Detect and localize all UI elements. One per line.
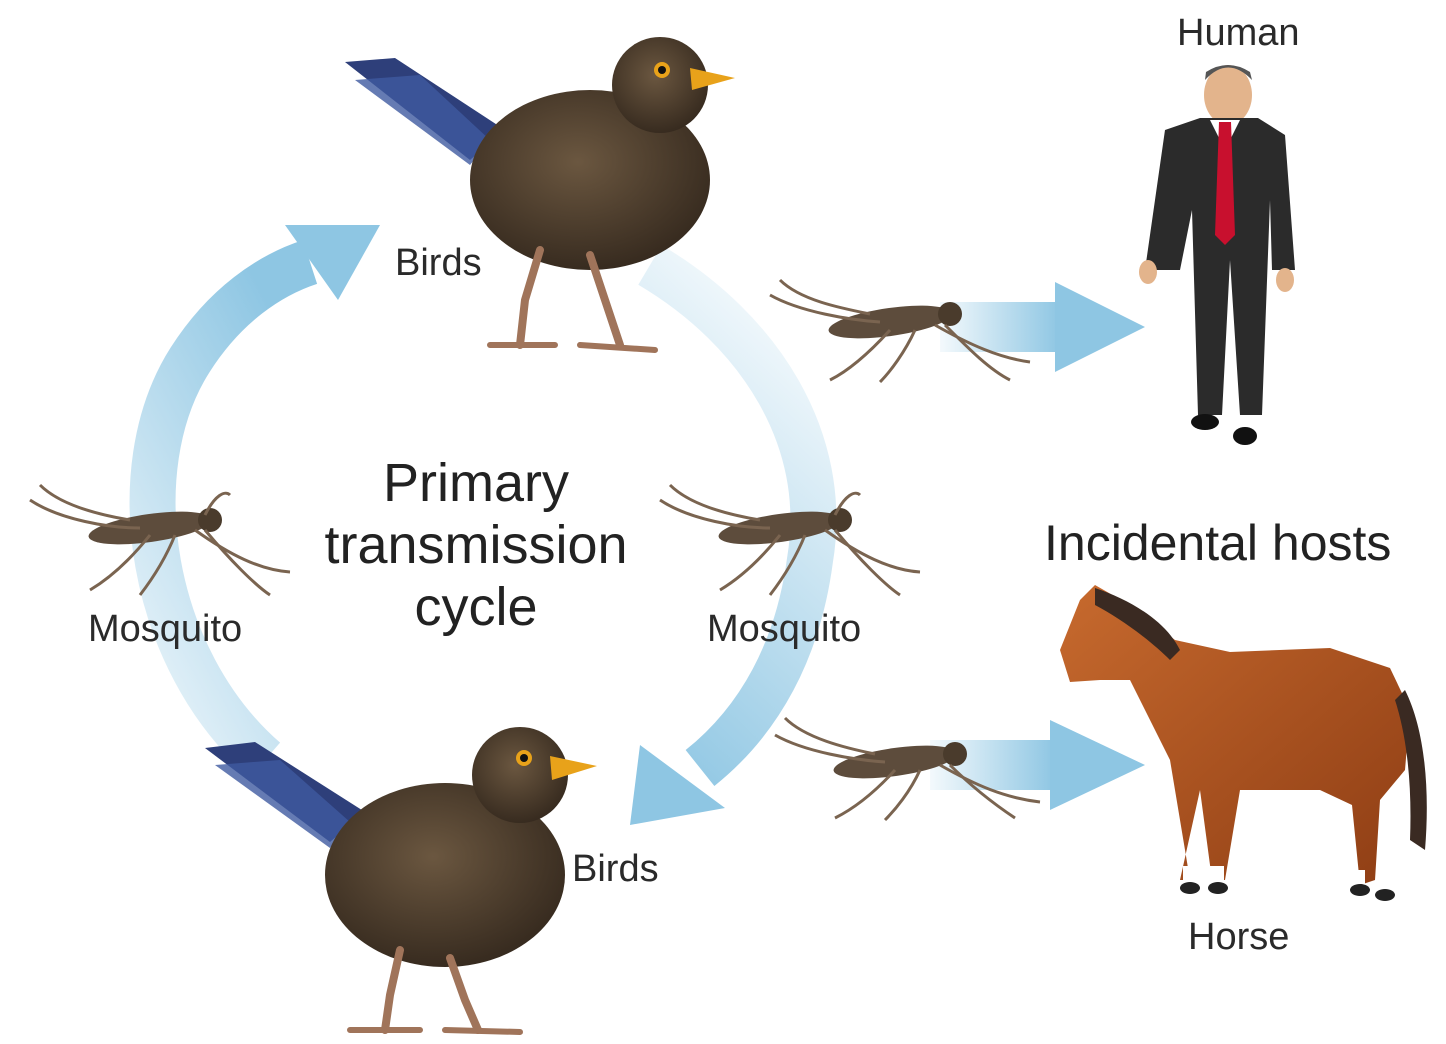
label-birds-top: Birds: [395, 242, 482, 285]
cycle-title-line-2: transmission: [300, 514, 652, 576]
cycle-title-line-1: Primary: [300, 452, 652, 514]
cycle-title: Primary transmission cycle: [300, 452, 652, 638]
horse-illustration: [1060, 585, 1427, 901]
bird-bottom-illustration: [205, 727, 597, 1032]
label-horse: Horse: [1188, 916, 1289, 959]
arrow-to-human: [940, 282, 1145, 372]
cycle-title-line-3: cycle: [300, 576, 652, 638]
arrow-to-horse: [930, 720, 1145, 810]
label-birds-bottom: Birds: [572, 848, 659, 891]
label-incidental-hosts: Incidental hosts: [1044, 514, 1391, 572]
label-mosquito-right: Mosquito: [707, 608, 861, 651]
label-mosquito-left: Mosquito: [88, 608, 242, 651]
label-human: Human: [1177, 12, 1300, 55]
human-illustration: [1139, 65, 1295, 445]
